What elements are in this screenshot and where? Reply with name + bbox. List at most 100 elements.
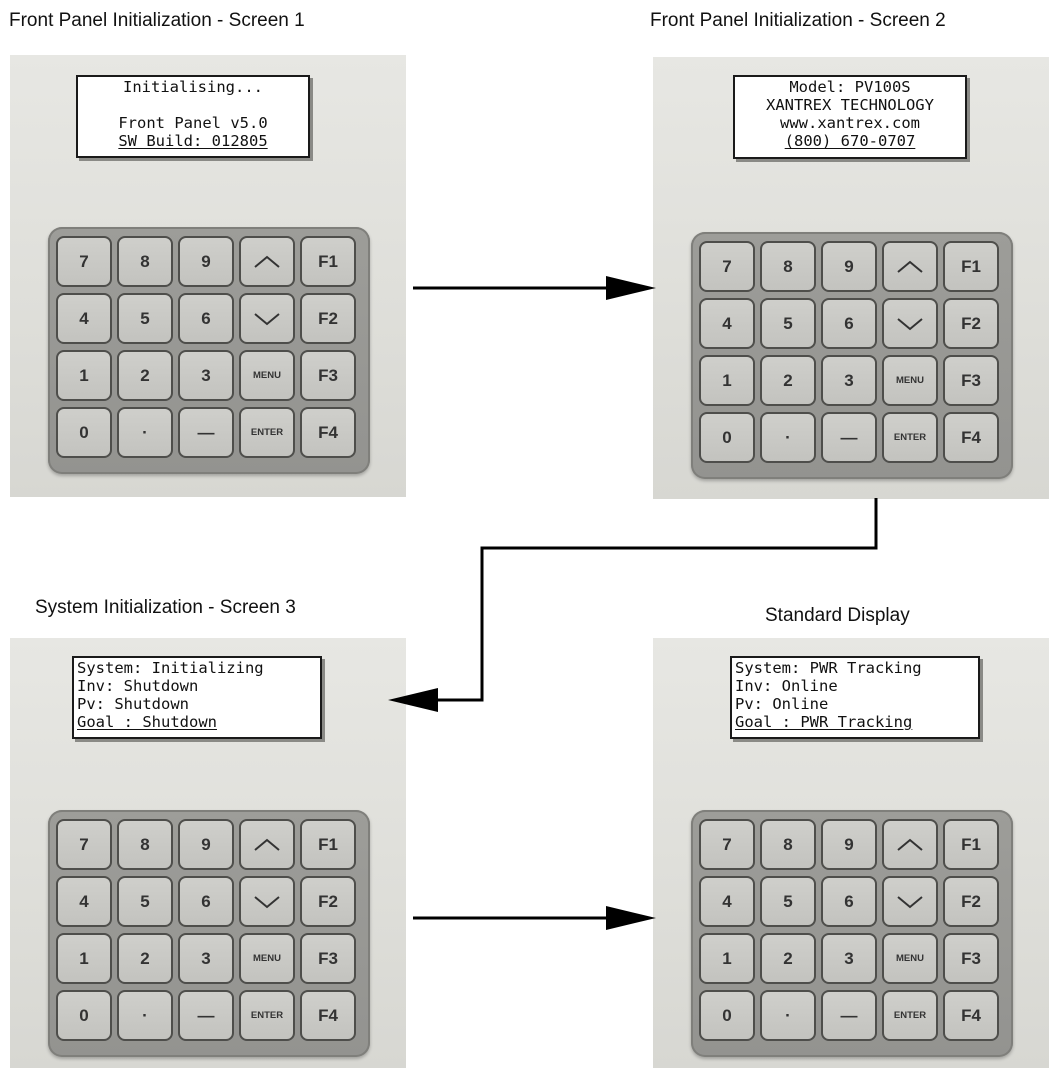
key-label: 7	[722, 834, 732, 854]
key-enter[interactable]: ENTER	[239, 990, 295, 1041]
key-f4[interactable]: F4	[300, 407, 356, 458]
key-label: 1	[722, 370, 732, 390]
key-1[interactable]: 1	[56, 350, 112, 401]
key-minus[interactable]: —	[821, 990, 877, 1041]
key-label: 5	[783, 313, 793, 333]
key-8[interactable]: 8	[760, 241, 816, 292]
key-f1[interactable]: F1	[300, 819, 356, 870]
key-5[interactable]: 5	[117, 876, 173, 927]
key-label: F3	[961, 948, 981, 968]
key-3[interactable]: 3	[178, 933, 234, 984]
key-f1[interactable]: F1	[943, 819, 999, 870]
key-8[interactable]: 8	[117, 236, 173, 287]
key-f2[interactable]: F2	[300, 293, 356, 344]
key-2[interactable]: 2	[117, 350, 173, 401]
key-0[interactable]: 0	[699, 990, 755, 1041]
key-minus[interactable]: —	[821, 412, 877, 463]
key-4[interactable]: 4	[699, 876, 755, 927]
key-9[interactable]: 9	[821, 819, 877, 870]
key-label: 6	[844, 891, 854, 911]
key-enter[interactable]: ENTER	[239, 407, 295, 458]
key-4[interactable]: 4	[56, 293, 112, 344]
key-menu[interactable]: MENU	[239, 933, 295, 984]
key-f1[interactable]: F1	[300, 236, 356, 287]
key-f1[interactable]: F1	[943, 241, 999, 292]
key-2[interactable]: 2	[760, 355, 816, 406]
caption-screen-2: Front Panel Initialization - Screen 2	[650, 10, 946, 31]
key-label: —	[197, 422, 215, 442]
key-7[interactable]: 7	[56, 236, 112, 287]
key-f3[interactable]: F3	[943, 355, 999, 406]
key-label: 3	[201, 365, 211, 385]
key-f3[interactable]: F3	[300, 933, 356, 984]
key-0[interactable]: 0	[699, 412, 755, 463]
key-label: F2	[961, 891, 981, 911]
key-6[interactable]: 6	[178, 876, 234, 927]
key-5[interactable]: 5	[760, 876, 816, 927]
key-enter[interactable]: ENTER	[882, 990, 938, 1041]
key-2[interactable]: 2	[117, 933, 173, 984]
key-up[interactable]	[882, 819, 938, 870]
key-down[interactable]	[882, 298, 938, 349]
key-f3[interactable]: F3	[943, 933, 999, 984]
key-down[interactable]	[882, 876, 938, 927]
lcd-line: Pv: Online	[735, 695, 829, 713]
key-decimal[interactable]: ·	[760, 990, 816, 1041]
chevron-down-icon	[896, 895, 924, 909]
key-3[interactable]: 3	[178, 350, 234, 401]
key-minus[interactable]: —	[178, 990, 234, 1041]
key-enter[interactable]: ENTER	[882, 412, 938, 463]
key-f2[interactable]: F2	[300, 876, 356, 927]
key-menu[interactable]: MENU	[882, 355, 938, 406]
key-down[interactable]	[239, 876, 295, 927]
key-7[interactable]: 7	[699, 241, 755, 292]
key-7[interactable]: 7	[56, 819, 112, 870]
key-9[interactable]: 9	[178, 819, 234, 870]
key-0[interactable]: 0	[56, 407, 112, 458]
key-up[interactable]	[239, 819, 295, 870]
key-3[interactable]: 3	[821, 933, 877, 984]
key-8[interactable]: 8	[117, 819, 173, 870]
key-menu[interactable]: MENU	[239, 350, 295, 401]
key-4[interactable]: 4	[56, 876, 112, 927]
key-9[interactable]: 9	[178, 236, 234, 287]
key-6[interactable]: 6	[178, 293, 234, 344]
key-1[interactable]: 1	[699, 355, 755, 406]
key-0[interactable]: 0	[56, 990, 112, 1041]
key-5[interactable]: 5	[760, 298, 816, 349]
key-4[interactable]: 4	[699, 298, 755, 349]
key-f3[interactable]: F3	[300, 350, 356, 401]
key-label: 4	[79, 891, 89, 911]
key-minus[interactable]: —	[178, 407, 234, 458]
key-9[interactable]: 9	[821, 241, 877, 292]
key-f4[interactable]: F4	[300, 990, 356, 1041]
key-menu[interactable]: MENU	[882, 933, 938, 984]
key-f4[interactable]: F4	[943, 990, 999, 1041]
key-5[interactable]: 5	[117, 293, 173, 344]
key-f2[interactable]: F2	[943, 876, 999, 927]
key-6[interactable]: 6	[821, 298, 877, 349]
key-up[interactable]	[239, 236, 295, 287]
key-6[interactable]: 6	[821, 876, 877, 927]
key-f2[interactable]: F2	[943, 298, 999, 349]
lcd-line: (800) 670-0707	[784, 132, 916, 150]
key-1[interactable]: 1	[56, 933, 112, 984]
key-up[interactable]	[882, 241, 938, 292]
system-panel-screen-3: System: Initializing Inv: Shutdown Pv: S…	[10, 638, 406, 1068]
key-1[interactable]: 1	[699, 933, 755, 984]
key-label: F2	[318, 308, 338, 328]
key-decimal[interactable]: ·	[117, 407, 173, 458]
key-2[interactable]: 2	[760, 933, 816, 984]
key-decimal[interactable]: ·	[117, 990, 173, 1041]
key-7[interactable]: 7	[699, 819, 755, 870]
key-3[interactable]: 3	[821, 355, 877, 406]
key-down[interactable]	[239, 293, 295, 344]
key-decimal[interactable]: ·	[760, 412, 816, 463]
key-f4[interactable]: F4	[943, 412, 999, 463]
key-label: 0	[79, 1005, 89, 1025]
key-label: 9	[844, 256, 854, 276]
key-8[interactable]: 8	[760, 819, 816, 870]
key-label: ·	[785, 1005, 791, 1025]
key-label: 2	[140, 948, 150, 968]
